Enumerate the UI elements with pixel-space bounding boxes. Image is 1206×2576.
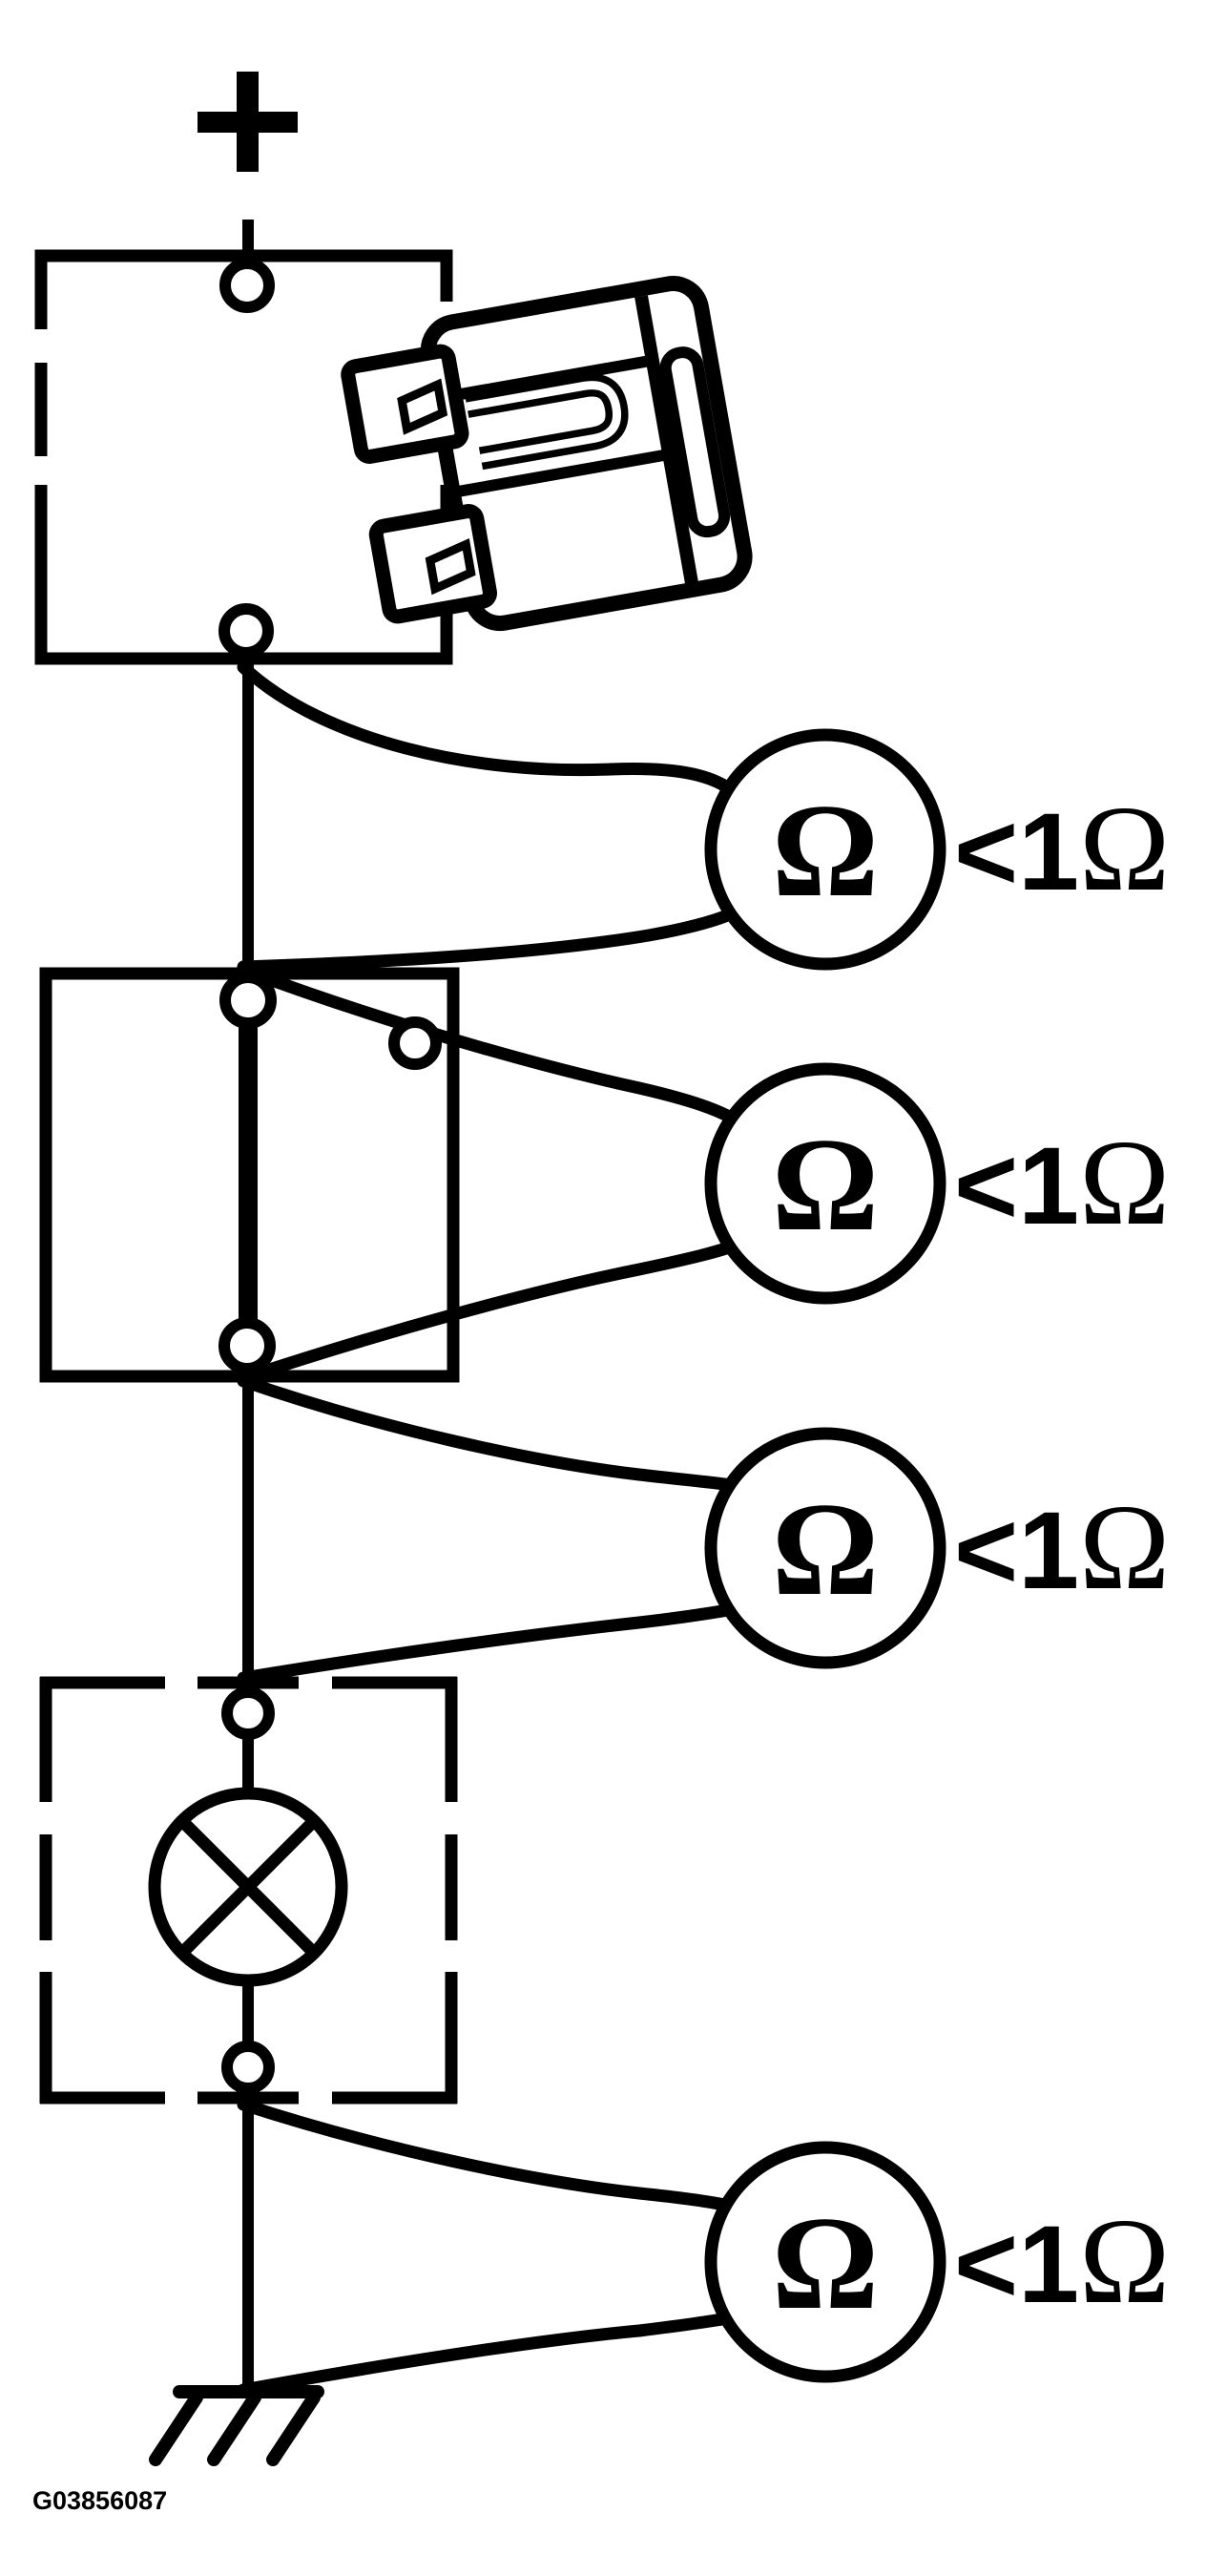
ohmmeter-1-reading-prefix: <1: [954, 791, 1079, 913]
blade-fuse-illustration: [341, 276, 753, 632]
fuse-element-channel: [466, 381, 622, 463]
ohmmeter-2-reading-prefix: <1: [954, 1125, 1079, 1247]
ohmmeter-4-reading-omega: Ω: [1079, 2193, 1170, 2329]
ohmmeter-leads: [237, 660, 751, 2397]
terminal-circles: [218, 258, 442, 2094]
ohmmeter-3-reading-omega: Ω: [1079, 1479, 1170, 1615]
ground-stroke-1: [149, 2391, 203, 2466]
lamp-box: [39, 1676, 458, 2105]
ohmmeter-3: Ω <1Ω: [704, 1427, 1170, 1669]
ohmmeter-4-dial: [704, 2141, 946, 2383]
ohmmeter-2-symbol: Ω: [772, 1111, 879, 1259]
fuse-side-slot: [659, 346, 731, 538]
ohmmeter-2-dial: [704, 1062, 946, 1305]
ohmmeter-3-dial: [704, 1427, 946, 1669]
lamp-top-terminal: [221, 1686, 275, 1740]
ohmmeter-4: Ω <1Ω: [704, 2141, 1170, 2383]
ohmmeter-1-symbol: Ω: [772, 777, 879, 925]
meter1-top-lead: [237, 660, 746, 804]
meter2-bottom-lead: [237, 1236, 749, 1385]
meter2-top-lead: [237, 963, 749, 1131]
ohmmeter-1-reading-omega: Ω: [1079, 781, 1170, 916]
ohmmeter-3-reading-prefix: <1: [954, 1490, 1079, 1612]
fuse-band-upper: [439, 354, 654, 404]
meter1-bottom-lead: [237, 902, 749, 974]
ohmmeter-2-reading-omega: Ω: [1079, 1115, 1170, 1250]
meter4-top-lead: [237, 2098, 739, 2213]
lamp-cross: [176, 1814, 321, 1959]
ohmmeter-4-reading-prefix: <1: [954, 2204, 1079, 2326]
connector-top-terminal: [219, 972, 277, 1029]
ohmmeter-3-reading: <1Ω: [954, 1479, 1170, 1615]
ohmmeter-4-reading: <1Ω: [954, 2193, 1170, 2329]
fuse-box-top-terminal: [219, 258, 275, 313]
lamp-symbol: [148, 1734, 348, 2046]
plus-vertical-bar: [237, 72, 259, 172]
ground-stroke-3: [266, 2391, 321, 2466]
fuse-band-lower: [455, 449, 671, 498]
ohmmeter-3-symbol: Ω: [772, 1476, 879, 1623]
ohmmeter-4-symbol: Ω: [772, 2189, 879, 2337]
ohmmeter-2: Ω <1Ω: [704, 1062, 1170, 1305]
figure-id-label: G03856087: [32, 2486, 167, 2515]
ohmmeter-1-reading: <1Ω: [954, 781, 1170, 916]
ohmmeter-2-reading: <1Ω: [954, 1115, 1170, 1250]
ground-stroke-2: [207, 2391, 261, 2466]
battery-positive-symbol: [198, 72, 298, 172]
connector-bottom-terminal: [218, 1317, 276, 1374]
fuse-blade-bottom-slot: [425, 537, 476, 596]
fuse-blade-top-slot: [397, 378, 448, 435]
ground-symbol: [149, 2385, 324, 2466]
fuse-box-bottom-terminal: [218, 603, 274, 659]
ohmmeter-1-dial: [704, 728, 946, 971]
meter3-top-lead: [237, 1374, 751, 1494]
ohmmeter-1: Ω <1Ω: [704, 728, 1170, 971]
lamp-bottom-terminal: [221, 2041, 275, 2094]
meter3-bottom-lead: [237, 1601, 751, 1685]
meter4-bottom-lead: [237, 2311, 739, 2397]
connector-aux-terminal: [388, 1016, 442, 1070]
fuse-side-face-edge: [634, 295, 699, 588]
